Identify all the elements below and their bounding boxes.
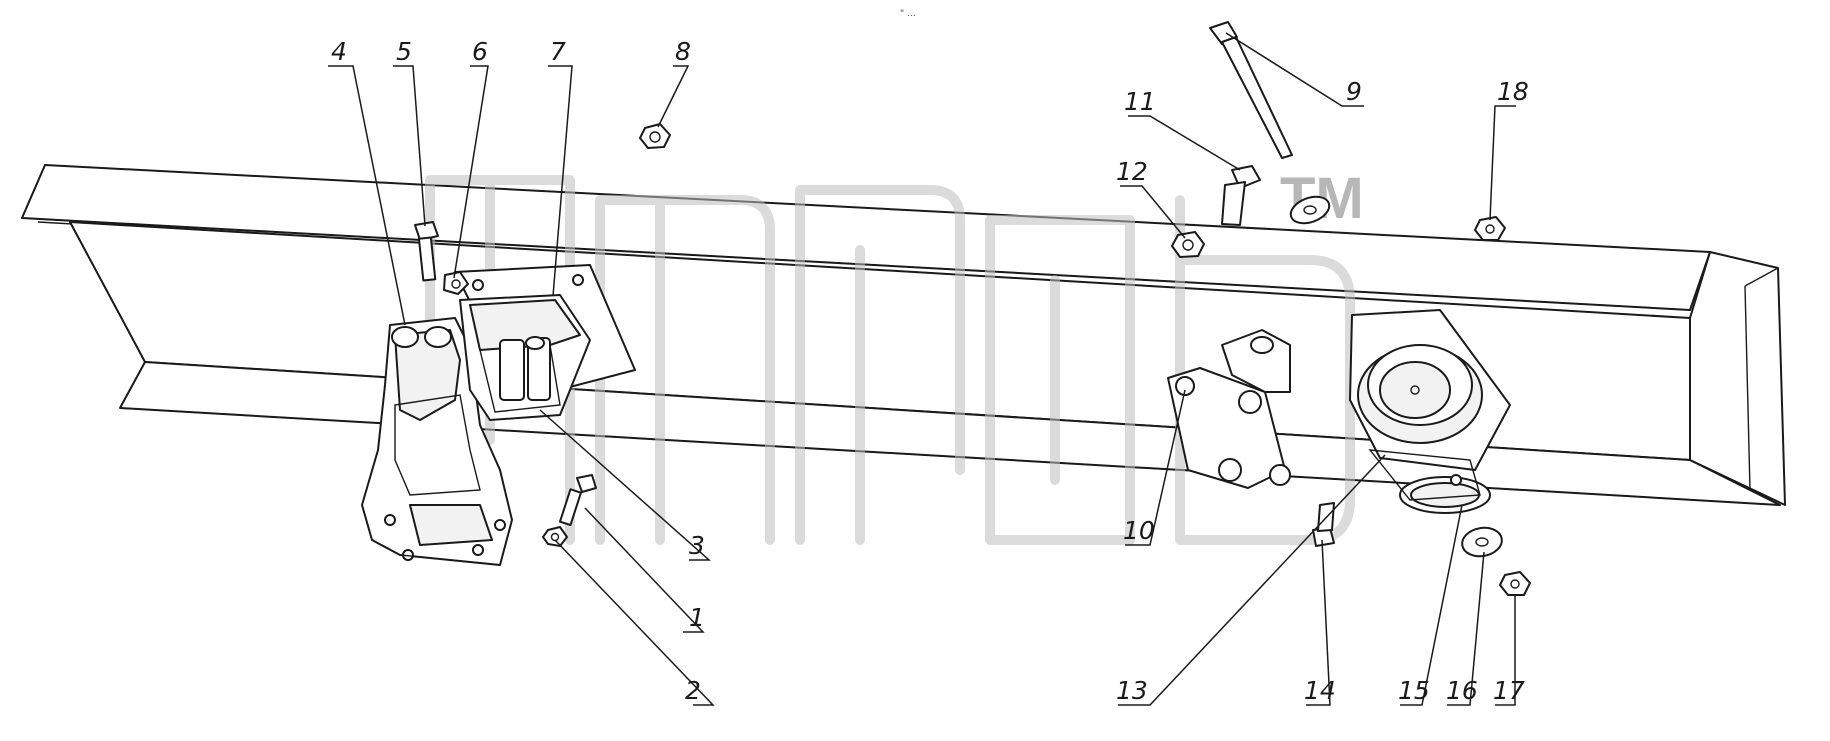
part-17-nut [1499, 571, 1531, 596]
callout-13: 13 [1116, 676, 1148, 705]
part-16-washer [1461, 526, 1503, 558]
part-18-nut [1474, 216, 1506, 241]
callout-18: 18 [1497, 77, 1529, 106]
callout-17: 17 [1493, 676, 1525, 705]
callout-3: 3 [689, 531, 705, 560]
callout-2: 2 [685, 676, 701, 705]
header-mark: " ... [900, 9, 916, 19]
callout-5: 5 [396, 37, 412, 66]
callout-6: 6 [472, 37, 488, 66]
callout-11: 11 [1124, 87, 1156, 116]
part-3-rubber-cushion [459, 294, 591, 421]
callout-15: 15 [1398, 676, 1430, 705]
callout-1: 1 [689, 603, 705, 632]
part-4-engine-bracket [361, 317, 513, 566]
part-15-rubber-mount [1349, 309, 1511, 514]
callout-12: 12 [1116, 157, 1148, 186]
callout-10: 10 [1123, 516, 1155, 545]
part-11-bolt [1221, 165, 1261, 226]
callout-labels: 4 5 6 7 8 9 11 12 18 3 1 2 10 13 14 15 1… [331, 37, 1529, 705]
part-14-bolt [1312, 502, 1335, 547]
part-2-nut [542, 526, 568, 547]
part-10-bracket [1167, 329, 1291, 489]
part-9-long-bolt [1209, 21, 1293, 159]
part-6-nut [443, 271, 469, 295]
part-8-nut [639, 123, 671, 149]
callout-8: 8 [675, 37, 691, 66]
part-5-bolt [414, 221, 439, 282]
leader-lines [328, 32, 1516, 706]
washer [1289, 195, 1331, 225]
callout-14: 14 [1304, 676, 1336, 705]
part-12-nut [1171, 231, 1205, 258]
frame-rail [21, 164, 1786, 506]
part-1-bolt [558, 474, 597, 527]
callout-16: 16 [1446, 676, 1478, 705]
callout-9: 9 [1346, 77, 1362, 106]
callout-4: 4 [331, 37, 347, 66]
callout-7: 7 [550, 37, 566, 66]
